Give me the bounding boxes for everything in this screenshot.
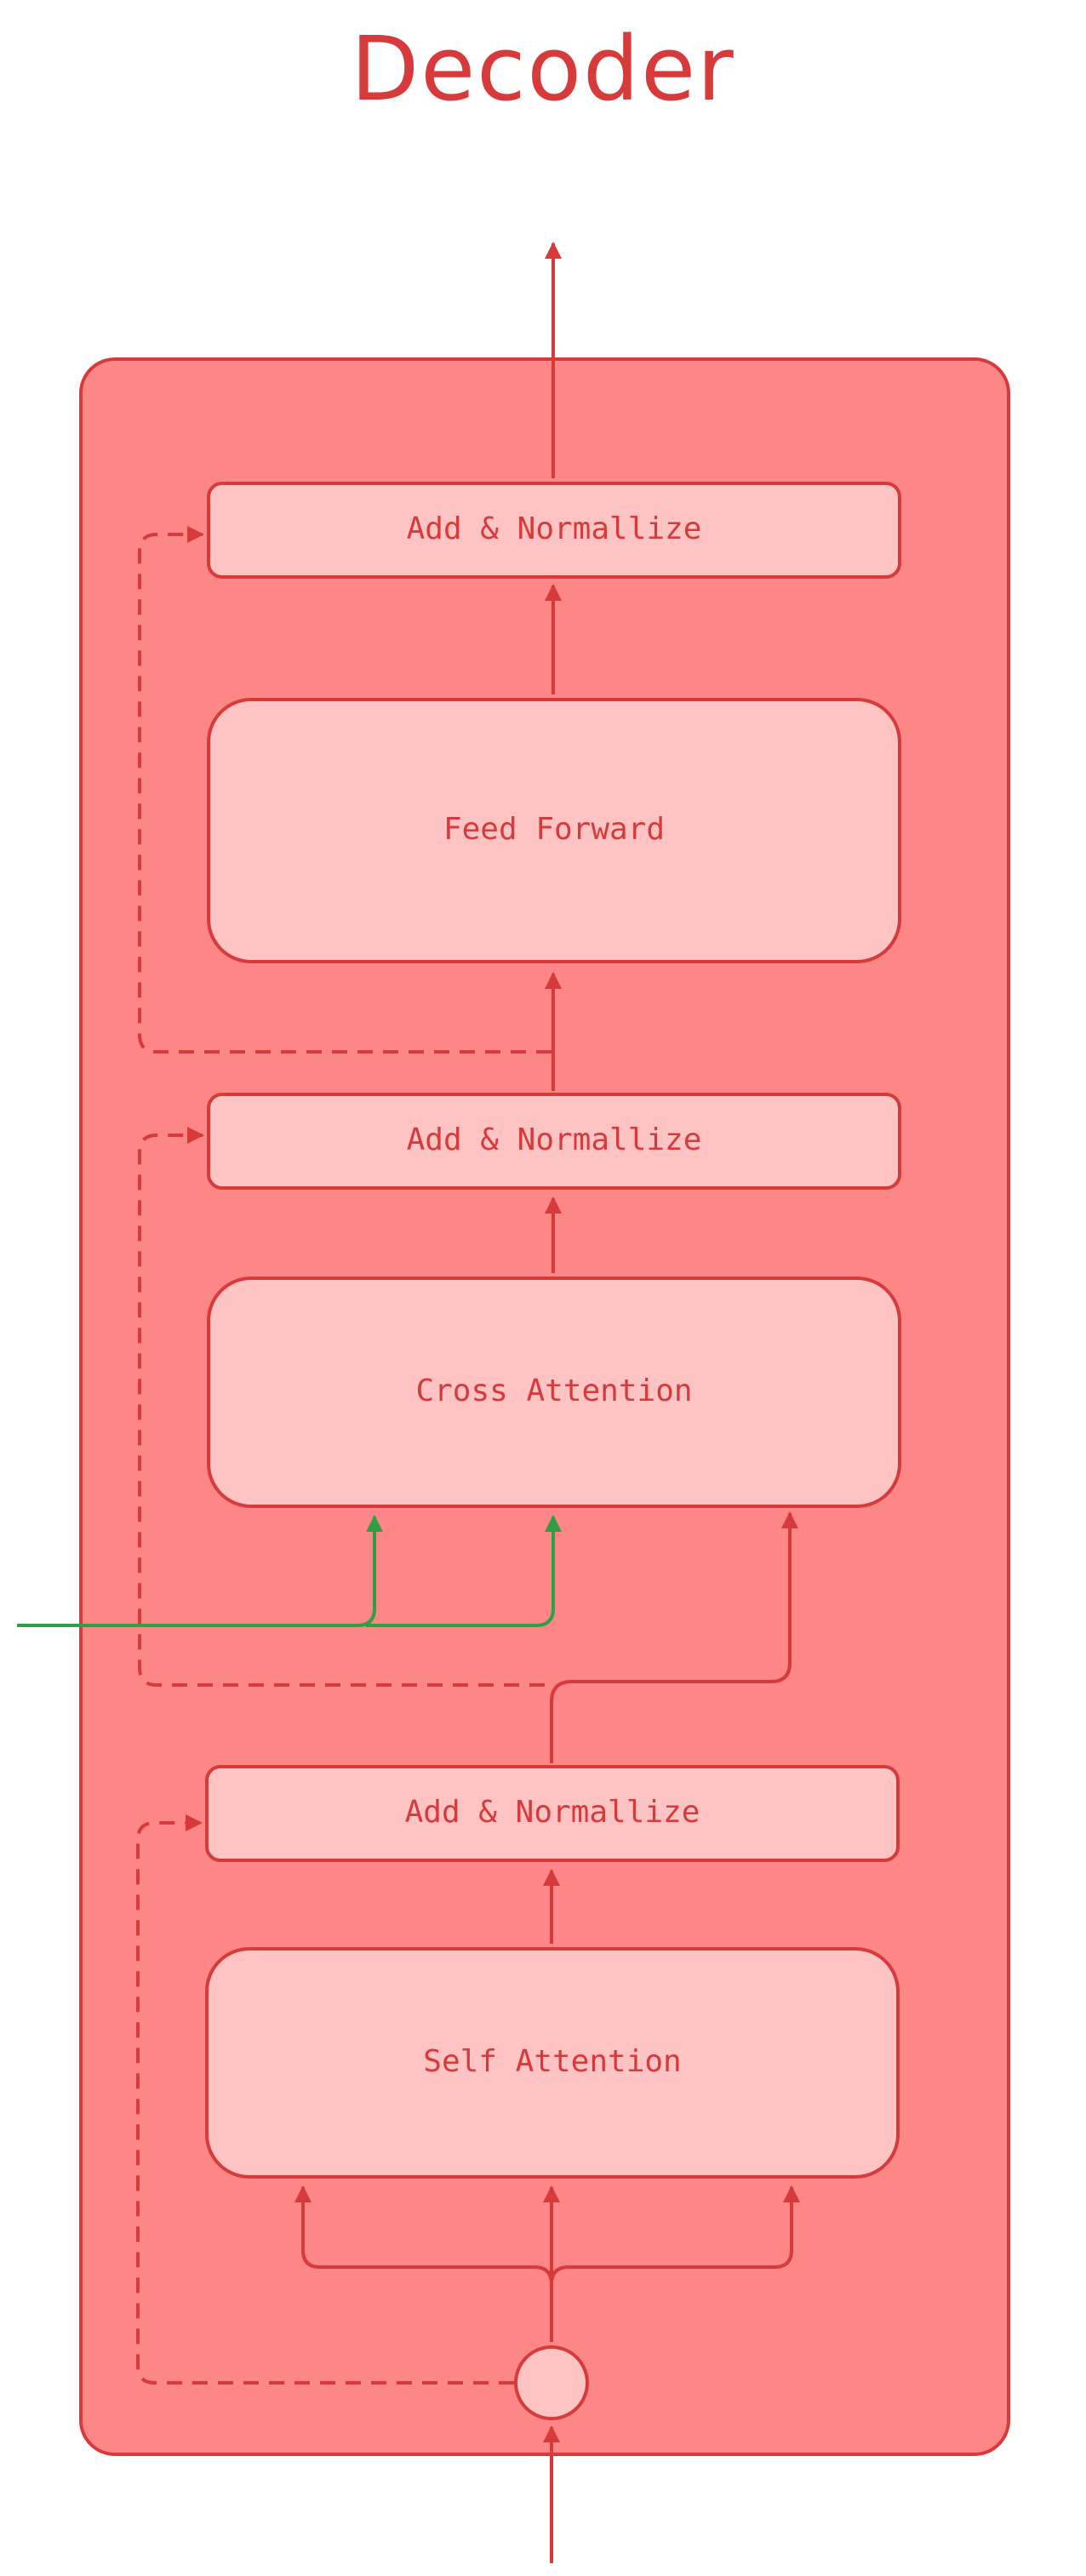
self-attention-label: Self Attention: [423, 2044, 681, 2079]
cross-attention-block: Cross Attention: [207, 1277, 901, 1508]
self-attention-block: Self Attention: [205, 1947, 900, 2179]
add-normalize-block-middle: Add & Normallize: [207, 1093, 901, 1190]
add-normalize-label-bottom: Add & Normallize: [405, 1795, 700, 1830]
add-normalize-block-bottom: Add & Normallize: [205, 1765, 900, 1862]
cross-attention-label: Cross Attention: [415, 1374, 692, 1408]
residual-to-norm-bottom: [136, 1814, 514, 2385]
encoder-input-arrow-left: [17, 1515, 383, 1627]
feed-forward-block: Feed Forward: [207, 698, 901, 963]
add-normalize-block-top: Add & Normallize: [207, 482, 901, 579]
arrow-norm-bottom-to-cross-query: [550, 1511, 798, 1763]
add-normalize-label-top: Add & Normallize: [407, 511, 702, 546]
arrow-input-to-self-right: [550, 2185, 800, 2342]
residual-to-norm-top: [138, 526, 552, 1054]
add-normalize-label-middle: Add & Normallize: [407, 1122, 702, 1157]
feed-forward-label: Feed Forward: [443, 812, 665, 847]
residual-to-norm-middle: [138, 1127, 545, 1687]
diagram-title: Decoder: [351, 17, 735, 121]
encoder-input-arrow-center: [366, 1515, 562, 1627]
positional-encoding-add-node: [514, 2345, 589, 2420]
